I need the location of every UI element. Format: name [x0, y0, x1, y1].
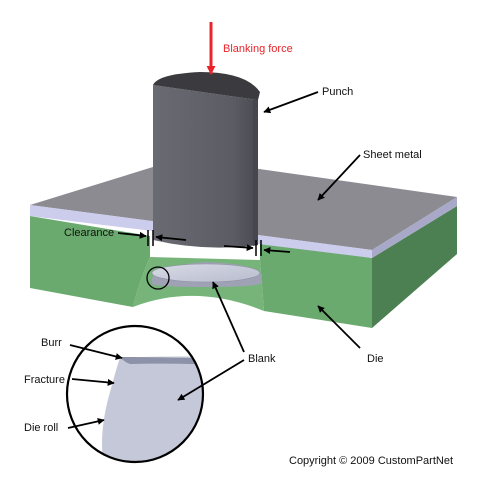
label-blank: Blank	[248, 353, 276, 365]
label-burr: Burr	[41, 337, 62, 349]
arrow-clearance-right-out	[263, 246, 291, 254]
arrow-clearance	[117, 231, 147, 239]
label-die-roll: Die roll	[24, 422, 58, 434]
inset-burr	[120, 357, 203, 366]
arrow-die-roll	[67, 417, 105, 429]
inset-blank-edge	[102, 356, 203, 462]
arrow-sheet-metal	[317, 154, 361, 201]
die-front-left	[30, 216, 150, 307]
label-clearance: Clearance	[64, 227, 114, 239]
arrow-blank-lower	[177, 359, 245, 401]
label-fracture: Fracture	[24, 374, 65, 386]
magnified-inset	[65, 324, 205, 464]
arrow-blank-upper	[212, 281, 245, 353]
die-side-face	[372, 206, 457, 328]
label-die: Die	[367, 353, 384, 365]
clearance-markers	[147, 230, 262, 256]
arrow-clearance-left-in	[155, 234, 187, 242]
arrow-burr	[69, 344, 123, 360]
arrow-punch	[263, 91, 319, 114]
sheet-side-edge	[372, 197, 457, 258]
arrow-clearance-right-in	[223, 244, 254, 252]
label-sheet-metal: Sheet metal	[363, 149, 422, 161]
arrow-die	[317, 305, 361, 349]
blank	[151, 262, 261, 287]
detail-marker-circle	[146, 266, 170, 290]
annotation-arrows	[67, 91, 361, 429]
die-front-right	[260, 240, 372, 328]
label-punch: Punch	[322, 86, 353, 98]
copyright-text: Copyright © 2009 CustomPartNet	[289, 455, 453, 467]
label-blanking-force: Blanking force	[223, 43, 293, 55]
arrow-fracture	[71, 378, 115, 386]
punch	[153, 72, 260, 248]
